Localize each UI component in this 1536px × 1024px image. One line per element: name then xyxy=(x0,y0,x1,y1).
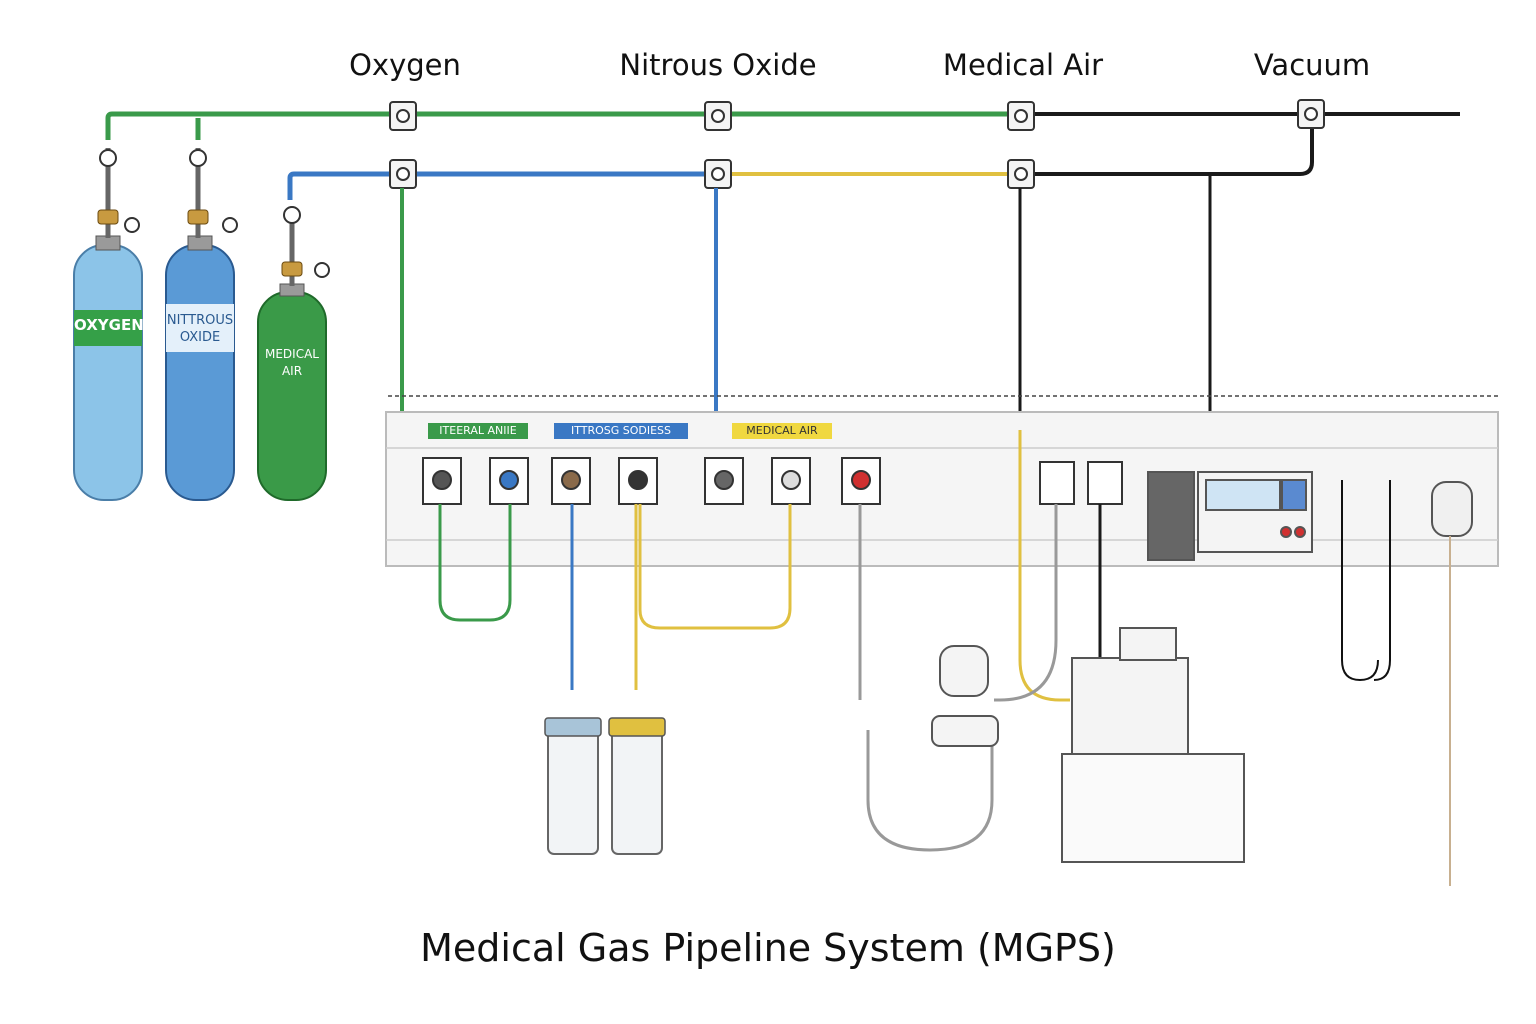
nitrous-cylinder-label: NITTROUS OXIDE xyxy=(166,312,234,346)
diagram-title: Medical Gas Pipeline System (MGPS) xyxy=(420,926,1116,970)
panel-tag-oxygen: ITEERAL ANIIE xyxy=(428,423,528,439)
nitrous-cylinder-label-line2: OXIDE xyxy=(179,330,221,345)
panel-tag-medical-air-text: MEDICAL AIR xyxy=(746,424,818,437)
air-cylinder-label-line2: AIR xyxy=(281,364,303,378)
panel-tag-medical-air: MEDICAL AIR xyxy=(732,423,832,439)
medical-air-heading: Medical Air xyxy=(942,48,1104,82)
medical-air-cylinder xyxy=(257,206,330,501)
gas-outlets xyxy=(422,457,1123,505)
air-cylinder-label: MEDICAL AIR xyxy=(258,346,326,380)
oxygen-cylinder-label: OXYGEN xyxy=(74,316,144,334)
suction-canisters xyxy=(544,717,666,855)
oxygen-heading: Oxygen xyxy=(349,48,461,82)
panel-tag-nitrous-text: ITTROSG SODIESS xyxy=(570,424,672,437)
wall-equipment xyxy=(1147,471,1473,886)
hoses xyxy=(438,430,1102,852)
equipment-cart xyxy=(931,627,1245,863)
nitrous-cylinder-label-line1: NITTROUS xyxy=(166,313,234,328)
nitrous-oxide-cylinder xyxy=(165,148,238,501)
oxygen-cylinder xyxy=(73,148,143,501)
lower-header-pipes xyxy=(287,124,1314,200)
nitrous-oxide-heading: Nitrous Oxide xyxy=(619,48,817,82)
air-cylinder-label-line1: MEDICAL xyxy=(265,347,319,361)
upper-header-pipes xyxy=(105,111,1460,140)
panel-tag-oxygen-text: ITEERAL ANIIE xyxy=(439,424,517,437)
vacuum-heading: Vacuum xyxy=(1253,48,1371,82)
panel-tag-nitrous: ITTROSG SODIESS xyxy=(554,423,688,439)
oxygen-cylinder-label-line1: OXYGEN xyxy=(74,316,144,334)
